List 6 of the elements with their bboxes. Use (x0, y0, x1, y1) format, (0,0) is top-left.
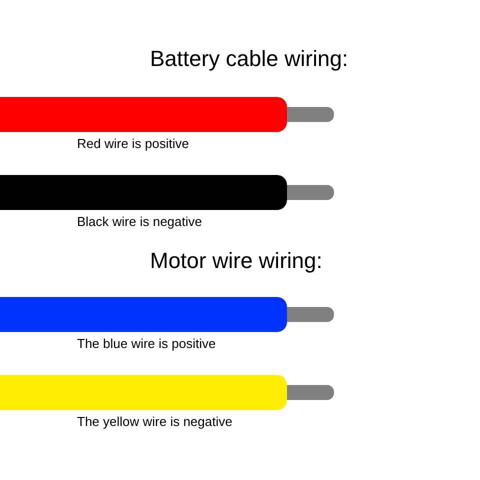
wire-caption: Red wire is positive (77, 136, 189, 151)
section-heading: Motor wire wiring: (150, 248, 322, 274)
wire-caption: The yellow wire is negative (77, 414, 232, 429)
wire-caption: Black wire is negative (77, 214, 202, 229)
wire-caption: The blue wire is positive (77, 336, 216, 351)
section-heading: Battery cable wiring: (150, 46, 348, 72)
